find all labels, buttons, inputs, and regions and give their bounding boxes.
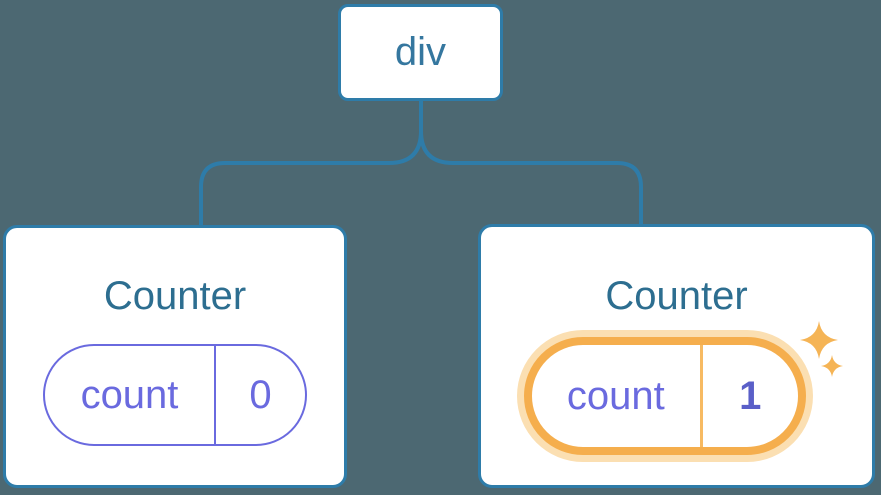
- component-title: Counter: [103, 274, 247, 318]
- state-value: 1: [739, 373, 762, 418]
- connector-right-branch: [419, 101, 643, 226]
- sparkle-large: [800, 321, 838, 359]
- state-key-label: count: [45, 346, 216, 444]
- sparkle-small: [821, 355, 843, 377]
- state-pill: count 0: [43, 344, 307, 446]
- component-title: Counter: [605, 274, 748, 318]
- counter-card-left: Counter count 0: [3, 225, 347, 488]
- root-node-label: div: [394, 30, 447, 74]
- connector-left-branch: [199, 101, 423, 226]
- state-key-label: count: [532, 345, 703, 447]
- counter-card-right: Counter count 1: [478, 224, 875, 488]
- sparkles-icon: [800, 321, 843, 377]
- state-value: 0: [249, 372, 272, 417]
- root-node: div: [338, 4, 503, 101]
- state-pill-highlighted: count 1: [524, 337, 806, 455]
